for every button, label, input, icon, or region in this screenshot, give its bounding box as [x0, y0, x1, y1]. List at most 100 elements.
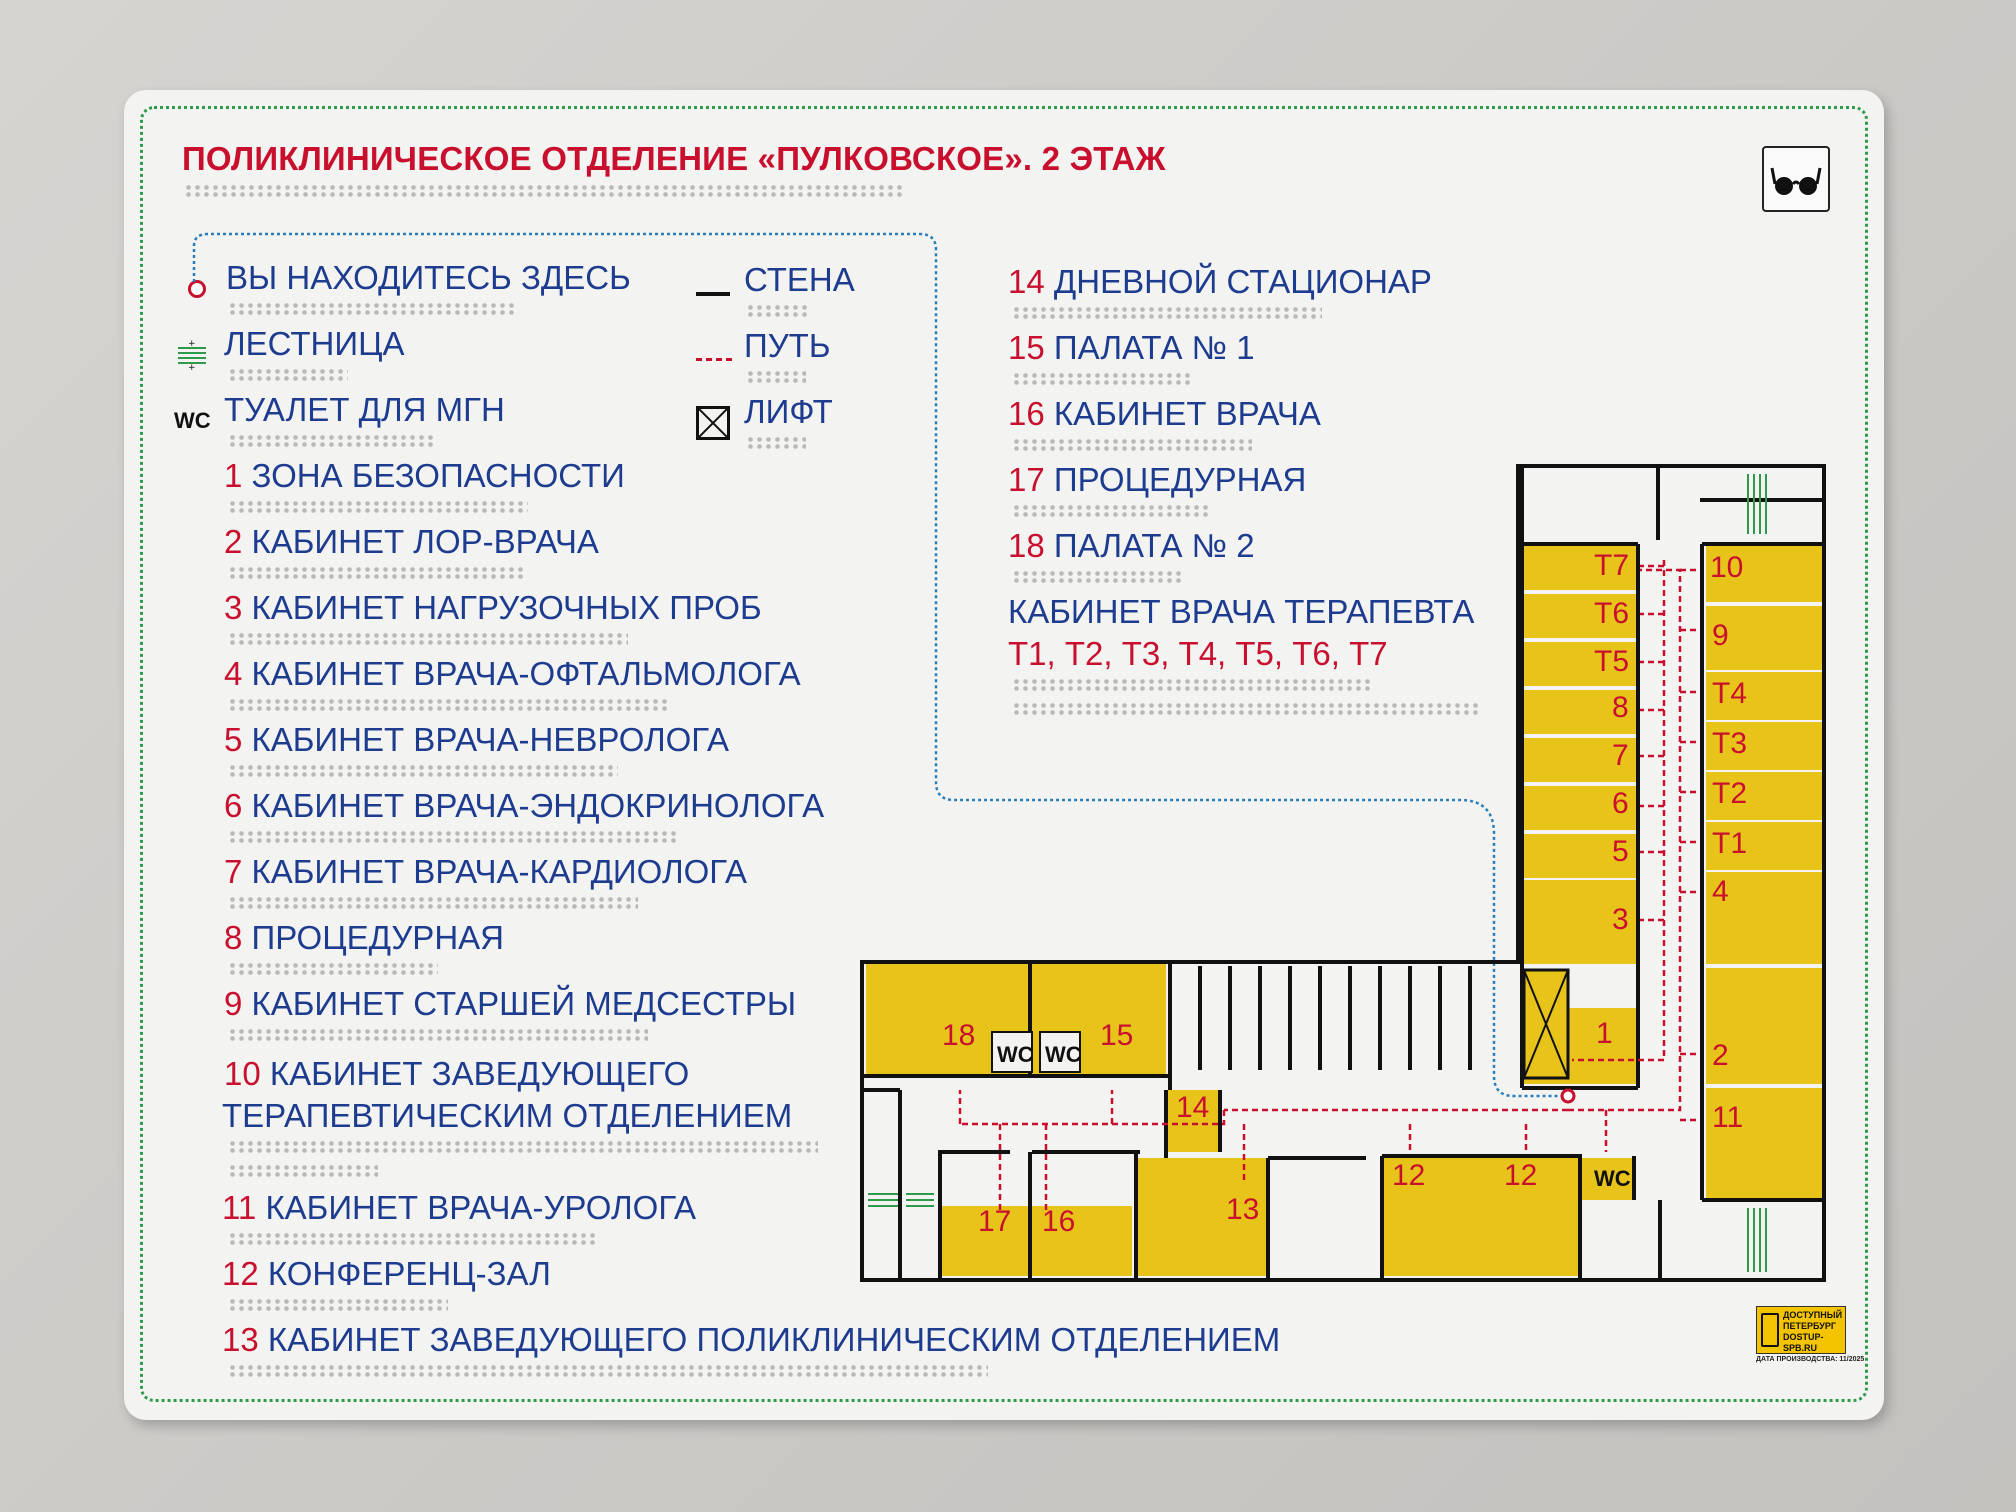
you-are-here-marker-icon: [188, 280, 206, 298]
legend-path-sample: [696, 358, 732, 361]
plan-room-t6: Т6: [1594, 597, 1630, 630]
braille-title: [184, 184, 904, 198]
braille-wall: [746, 304, 810, 318]
dotted-border: [140, 106, 1868, 1402]
braille-you-are-here: [228, 302, 518, 316]
plan-room-5: 5: [1612, 835, 1629, 868]
walls: [860, 464, 1826, 1282]
sign-title: ПОЛИКЛИНИЧЕСКОЕ ОТДЕЛЕНИЕ «ПУЛКОВСКОЕ». …: [182, 140, 1166, 177]
plan-room-10: 10: [1710, 551, 1744, 584]
room-list-item: 8 ПРОЦЕДУРНАЯ: [224, 919, 504, 956]
therapist-rooms: Т1, Т2, Т3, Т4, Т5, Т6, Т7: [1008, 635, 1388, 672]
braille-path: [746, 370, 806, 384]
rooms-fill: [866, 546, 1822, 1276]
braille-text: [1012, 570, 1182, 584]
room-list-item: 18 ПАЛАТА № 2: [1008, 527, 1255, 564]
braille-text: [1012, 702, 1482, 716]
therapist-heading: КАБИНЕТ ВРАЧА ТЕРАПЕВТА: [1008, 593, 1475, 630]
producer-emblem-icon: [1761, 1313, 1779, 1347]
plan-room-15: 15: [1100, 1019, 1134, 1052]
wc-legend-icon: WC: [174, 408, 211, 433]
braille-text: [1012, 306, 1322, 320]
room-list-item: 10 КАБИНЕТ ЗАВЕДУЮЩЕГО: [224, 1055, 690, 1092]
braille-text: [228, 698, 668, 712]
plan-room-6: 6: [1612, 787, 1629, 820]
plan-room-2: 2: [1712, 1039, 1729, 1072]
braille-text: [1012, 438, 1252, 452]
braille-text: [228, 896, 638, 910]
plan-room-18: 18: [942, 1019, 976, 1052]
room-list-item: 4 КАБИНЕТ ВРАЧА-ОФТАЛЬМОЛОГА: [224, 655, 801, 692]
route-paths: [958, 560, 1700, 1212]
braille-text: [228, 632, 628, 646]
plan-room-t5: Т5: [1594, 645, 1630, 678]
room-list-item: 12 КОНФЕРЕНЦ-ЗАЛ: [222, 1255, 551, 1292]
producer-site: DOSTUP-SPB.RU: [1783, 1332, 1824, 1353]
wc-plan-label: WC: [997, 1042, 1034, 1067]
producer-line1: ДОСТУПНЫЙ: [1783, 1310, 1843, 1320]
room-list-item: 11 КАБИНЕТ ВРАЧА-УРОЛОГА: [222, 1189, 697, 1226]
production-date: ДАТА ПРОИЗВОДСТВА: 11/2025: [1756, 1356, 1865, 1363]
plan-room-t4: Т4: [1712, 677, 1748, 710]
braille-text: [228, 1232, 598, 1246]
plan-room-16: 16: [1042, 1205, 1076, 1238]
producer-logo: ДОСТУПНЫЙ ПЕТЕРБУРГ DOSTUP-SPB.RU: [1756, 1306, 1846, 1354]
braille-text: [228, 830, 678, 844]
lift-icon: [1522, 968, 1570, 1080]
stairs-icon: + +: [176, 339, 208, 373]
legend-toilet: ТУАЛЕТ ДЛЯ МГН: [224, 391, 505, 428]
room-list-item: 9 КАБИНЕТ СТАРШЕЙ МЕДСЕСТРЫ: [224, 985, 797, 1022]
svg-text:+: +: [188, 340, 196, 349]
legend-you-are-here: ВЫ НАХОДИТЕСЬ ЗДЕСЬ: [226, 259, 631, 296]
braille-text: [228, 1164, 378, 1178]
room-list-item: 7 КАБИНЕТ ВРАЧА-КАРДИОЛОГА: [224, 853, 747, 890]
braille-stairs: [228, 368, 348, 382]
room-list-item: 1 ЗОНА БЕЗОПАСНОСТИ: [224, 457, 625, 494]
braille-lift: [746, 436, 806, 450]
braille-text: [1012, 372, 1192, 386]
room-list-item: 14 ДНЕВНОЙ СТАЦИОНАР: [1008, 263, 1432, 300]
plan-room-12a: 12: [1392, 1159, 1426, 1192]
plan-room-7: 7: [1612, 739, 1629, 772]
room-list-item: 16 КАБИНЕТ ВРАЧА: [1008, 395, 1321, 432]
lift-icon: [696, 406, 730, 440]
plan-room-t7: Т7: [1594, 549, 1630, 582]
braille-text: [1012, 678, 1372, 692]
legend-wall: СТЕНА: [744, 261, 855, 298]
plan-room-t3: Т3: [1712, 727, 1748, 760]
braille-text: [228, 764, 618, 778]
room-list-item: 5 КАБИНЕТ ВРАЧА-НЕВРОЛОГА: [224, 721, 729, 758]
svg-text:+: +: [188, 363, 196, 370]
plan-room-12b: 12: [1504, 1159, 1538, 1192]
braille-text: [228, 1364, 988, 1378]
room-list-item: 2 КАБИНЕТ ЛОР-ВРАЧА: [224, 523, 599, 560]
braille-text: [1012, 504, 1212, 518]
plan-room-4: 4: [1712, 875, 1729, 908]
legend-path: ПУТЬ: [744, 327, 831, 364]
braille-text: [228, 1028, 648, 1042]
you-are-here-plan-marker: [1560, 1088, 1576, 1104]
you-are-here-route: [192, 232, 1566, 1098]
braille-text: [228, 1140, 818, 1154]
legend-lift: ЛИФТ: [744, 393, 833, 430]
room-list-item: 6 КАБИНЕТ ВРАЧА-ЭНДОКРИНОЛОГА: [224, 787, 825, 824]
room-list-item: 17 ПРОЦЕДУРНАЯ: [1008, 461, 1307, 498]
braille-text: [228, 566, 524, 580]
plan-room-3: 3: [1612, 903, 1629, 936]
plan-room-9: 9: [1712, 619, 1729, 652]
plan-room-17: 17: [978, 1205, 1012, 1238]
room-list-item: 13 КАБИНЕТ ЗАВЕДУЮЩЕГО ПОЛИКЛИНИЧЕСКИМ О…: [222, 1321, 1281, 1358]
stairs-icon: [868, 474, 1767, 1272]
plan-room-t2: Т2: [1712, 777, 1748, 810]
plan-room-1: 1: [1596, 1017, 1613, 1050]
braille-text: [228, 500, 528, 514]
room-list-item: 3 КАБИНЕТ НАГРУЗОЧНЫХ ПРОБ: [224, 589, 762, 626]
braille-toilet: [228, 434, 434, 448]
low-vision-glasses-icon: [1762, 146, 1830, 212]
plan-room-14: 14: [1176, 1091, 1210, 1124]
braille-text: [228, 962, 438, 976]
legend-wall-sample: [696, 292, 730, 296]
producer-line2: ПЕТЕРБУРГ: [1783, 1321, 1836, 1331]
room-list-item: 15 ПАЛАТА № 1: [1008, 329, 1255, 366]
